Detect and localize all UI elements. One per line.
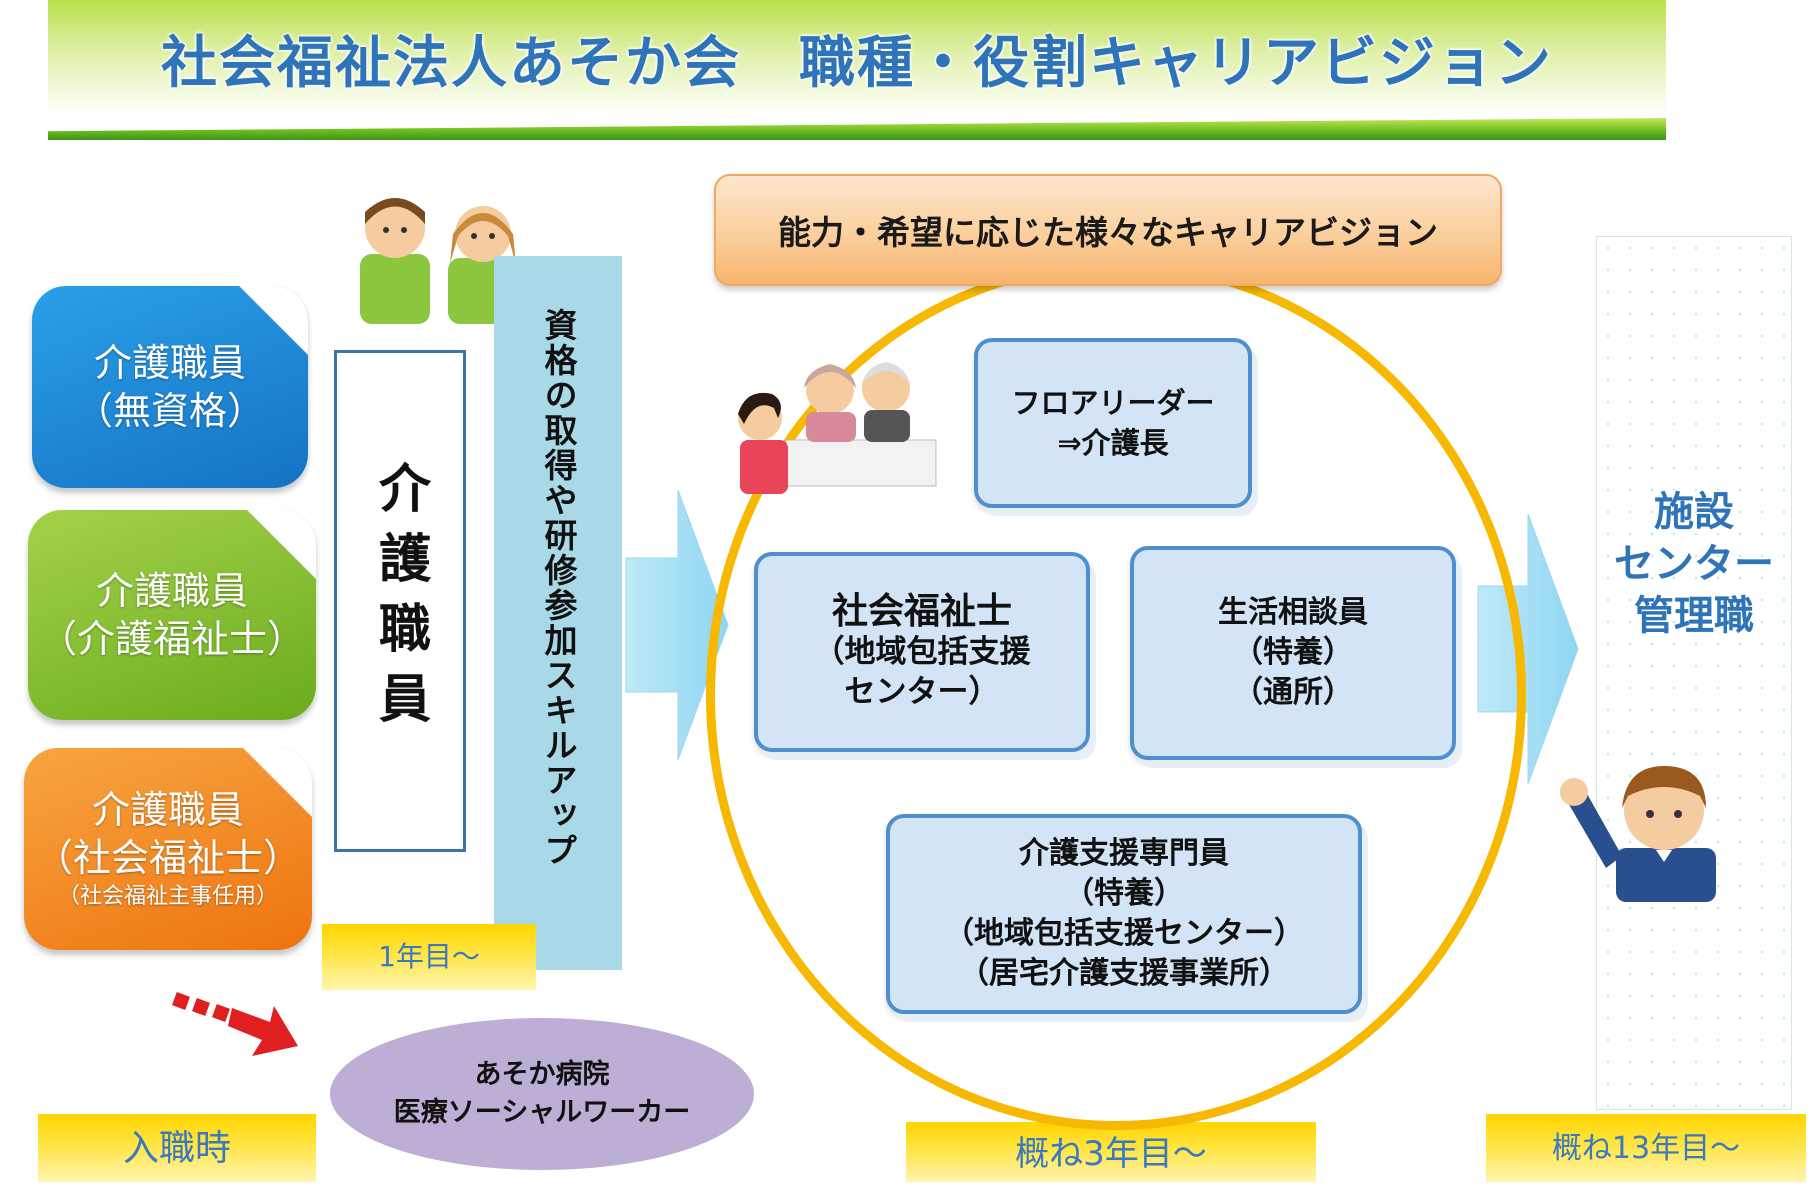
- card-care-staff-social-worker: 介護職員 （社会福祉士） （社会福祉主事任用）: [24, 748, 312, 950]
- label-year-13: 概ね13年目～: [1486, 1114, 1806, 1182]
- right-arrow-icon: [625, 489, 729, 761]
- card-note: （社会福祉主事任用）: [57, 884, 278, 909]
- role-detail: ⇒介護長: [1057, 426, 1169, 460]
- title-banner: [48, 0, 1666, 116]
- card-subtitle: （無資格）: [74, 389, 265, 433]
- role-title: 介護支援専門員: [1019, 836, 1229, 871]
- role-detail: （特養）: [1233, 635, 1353, 670]
- skill-up-column: 資格の取得や研修参加スキルアップ: [494, 256, 622, 970]
- card-corner-highlight: [222, 748, 312, 828]
- title-underline: [48, 118, 1666, 140]
- skill-up-label: 資格の取得や研修参加スキルアップ: [539, 308, 578, 868]
- role-care-manager: 介護支援専門員 （特養） （地域包括支援センター） （居宅介護支援事業所）: [886, 814, 1362, 1014]
- role-social-worker: 社会福祉士 （地域包括支援 センター）: [754, 552, 1090, 752]
- role-detail: （地域包括支援: [813, 634, 1031, 670]
- page-title: 社会福祉法人あそか会 職種・役割キャリアビジョン: [161, 31, 1553, 96]
- hospital-msw-ellipse: あそか病院 医療ソーシャルワーカー: [330, 1018, 754, 1170]
- label-year-3: 概ね3年目～: [906, 1122, 1316, 1182]
- role-title: フロアリーダー: [1011, 386, 1215, 420]
- manager-line: センター: [1614, 541, 1774, 587]
- card-corner-highlight: [218, 286, 308, 366]
- card-subtitle: （介護福祉士）: [38, 617, 305, 661]
- manager-label: 施設 センター 管理職: [1596, 486, 1792, 642]
- manager-line: 施設: [1654, 489, 1734, 535]
- care-staff-label: 介護職員: [369, 461, 430, 741]
- role-detail: （地域包括支援センター）: [944, 916, 1304, 951]
- consultation-illustration-icon: [738, 362, 937, 494]
- role-title: 社会福祉士: [831, 591, 1012, 632]
- manager-line: 管理職: [1634, 593, 1754, 639]
- role-detail: （居宅介護支援事業所）: [959, 956, 1289, 991]
- role-floor-leader: フロアリーダー ⇒介護長: [974, 338, 1252, 508]
- role-detail: （特養）: [1064, 876, 1184, 911]
- label-entry: 入職時: [38, 1114, 316, 1182]
- hospital-name: あそか病院: [474, 1059, 610, 1090]
- card-title: 介護職員: [95, 569, 248, 613]
- red-arrow-icon: [172, 992, 298, 1056]
- card-care-staff-care-worker: 介護職員 （介護福祉士）: [28, 510, 316, 720]
- vision-header: 能力・希望に応じた様々なキャリアビジョン: [714, 174, 1502, 286]
- card-subtitle: （社会福祉士）: [34, 836, 301, 880]
- role-detail: センター）: [844, 674, 1000, 710]
- hospital-role: 医療ソーシャルワーカー: [393, 1097, 691, 1128]
- manager-illustration-icon: [1560, 766, 1716, 902]
- role-title: 生活相談員: [1218, 595, 1368, 630]
- role-life-consultant: 生活相談員 （特養） （通所）: [1130, 546, 1456, 760]
- label-year-1: 1年目～: [322, 924, 536, 990]
- card-title: 介護職員: [91, 788, 244, 832]
- care-staff-box: 介護職員: [334, 350, 466, 852]
- card-care-staff-unqualified: 介護職員 （無資格）: [32, 286, 308, 488]
- card-corner-highlight: [226, 510, 316, 590]
- manager-column: [1596, 236, 1792, 1110]
- role-detail: （通所）: [1233, 675, 1353, 710]
